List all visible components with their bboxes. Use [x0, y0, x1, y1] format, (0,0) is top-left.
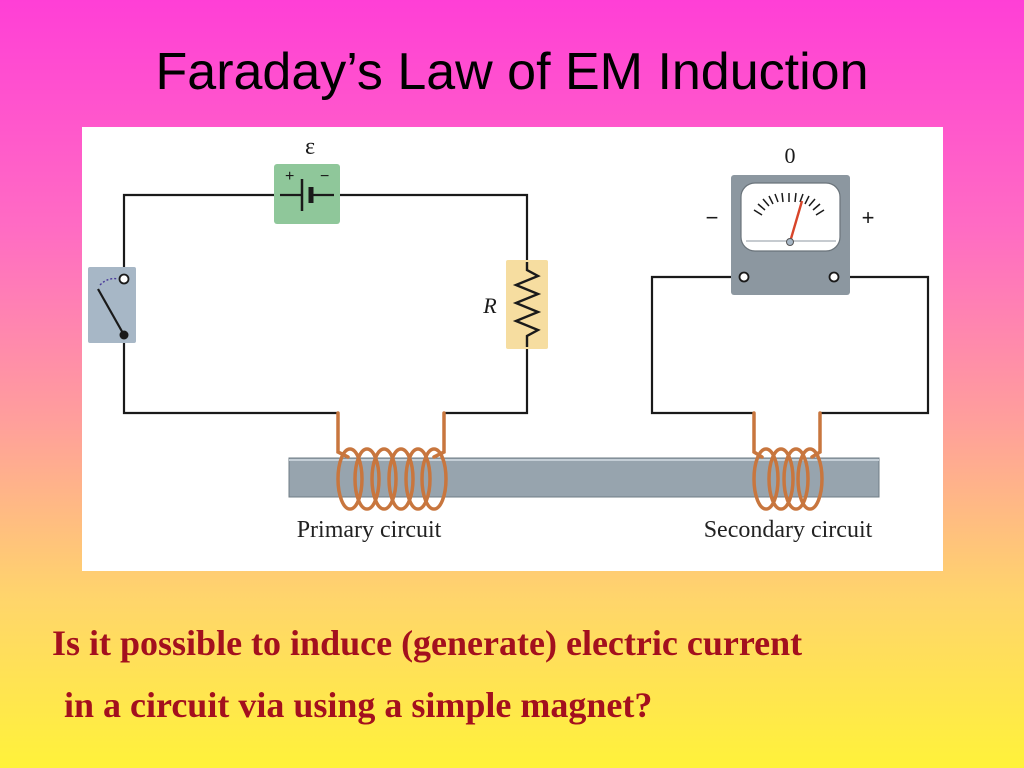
- switch: [88, 267, 136, 343]
- question-line-1: Is it possible to induce (generate) elec…: [52, 623, 803, 663]
- secondary-coil-turn: [752, 447, 780, 511]
- primary-coil-turn: [387, 447, 415, 511]
- secondary-coil: [752, 411, 824, 511]
- emf-label: ε: [305, 134, 315, 160]
- resistor: R: [482, 260, 548, 349]
- switch-arc-arrow: [99, 277, 119, 286]
- battery: + − ε: [274, 134, 340, 224]
- primary-wires: [122, 193, 529, 415]
- resistor-box: [506, 260, 548, 349]
- secondary-wire-right: [820, 275, 930, 415]
- galvanometer: 0 − +: [706, 143, 875, 295]
- meter-plus-label: +: [862, 205, 875, 230]
- primary-coil-turn: [420, 447, 448, 511]
- meter-face: [740, 182, 841, 252]
- meter-terminal-left: [738, 271, 750, 283]
- meter-zero-label: 0: [785, 143, 796, 168]
- primary-coil: [336, 411, 448, 511]
- resistor-zigzag: [512, 262, 542, 347]
- primary-circuit-label: Primary circuit: [297, 517, 442, 543]
- secondary-wires: [650, 275, 930, 415]
- secondary-circuit-label: Secondary circuit: [704, 517, 873, 543]
- meter-scale-ticks: [753, 192, 825, 216]
- primary-coil-lead-left: [336, 411, 350, 459]
- meter-terminal-right: [828, 271, 840, 283]
- battery-plus-label: +: [285, 168, 294, 185]
- primary-wire-top-left: [122, 193, 280, 277]
- slide-title: Faraday’s Law of EM Induction: [155, 43, 869, 101]
- primary-coil-turn: [336, 447, 364, 511]
- battery-minus-label: −: [320, 168, 329, 185]
- resistor-label: R: [482, 293, 497, 318]
- primary-coil-lead-right: [432, 411, 446, 459]
- switch-box: [88, 267, 136, 343]
- question-text: Is it possible to induce (generate) elec…: [52, 612, 1012, 736]
- primary-coil-turn: [404, 447, 432, 511]
- primary-coil-turn: [370, 447, 398, 511]
- circuit-svg: + − ε R: [88, 134, 930, 543]
- switch-blade: [97, 288, 125, 336]
- meter-pivot: [786, 238, 794, 246]
- induction-diagram: + − ε R: [82, 127, 943, 571]
- primary-wire-top-right: [334, 193, 529, 262]
- secondary-wire-left: [650, 275, 754, 415]
- meter-minus-label: −: [706, 205, 719, 230]
- secondary-coil-turn: [796, 447, 824, 511]
- switch-pivot: [119, 330, 129, 340]
- meter-needle: [788, 200, 804, 243]
- battery-box: [274, 164, 340, 224]
- primary-wire-left: [122, 335, 338, 415]
- question-line-2: in a circuit via using a simple magnet?: [64, 685, 653, 725]
- secondary-coil-turn: [782, 447, 810, 511]
- switch-open-contact: [118, 273, 130, 285]
- primary-wire-right: [444, 347, 529, 415]
- primary-coil-turn: [353, 447, 381, 511]
- secondary-coil-lead-right: [810, 411, 822, 459]
- secondary-coil-turn: [767, 447, 795, 511]
